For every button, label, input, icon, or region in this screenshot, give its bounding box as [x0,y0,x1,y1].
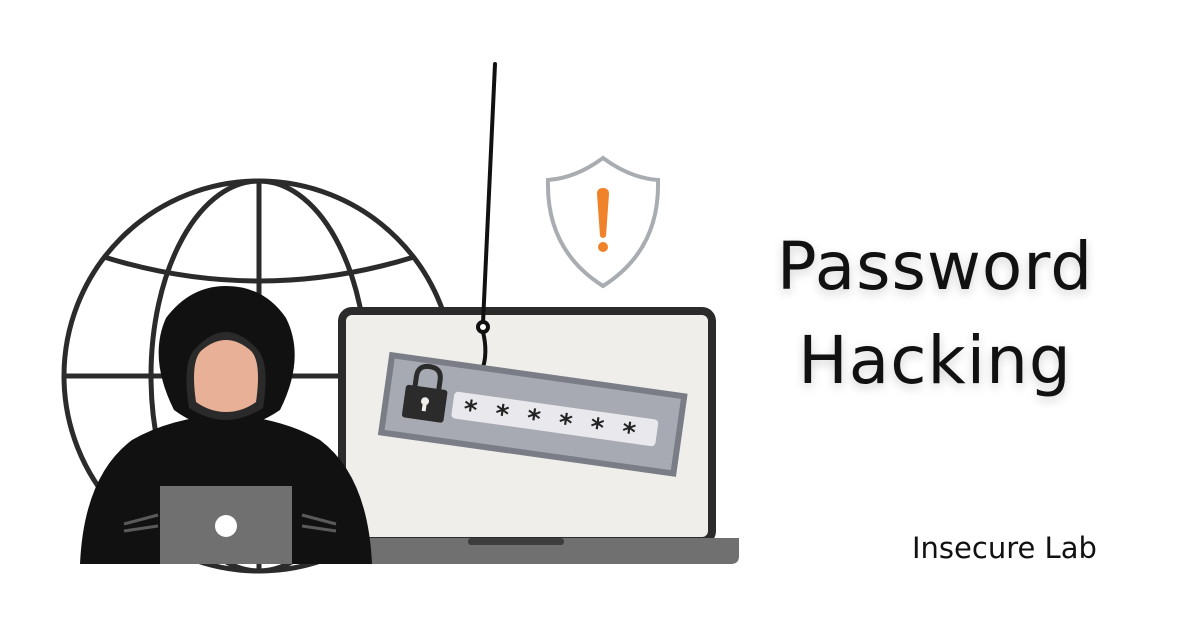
title-line-2: Hacking [798,322,1072,399]
mask-char: * [620,417,638,449]
mask-char: * [525,404,543,436]
page-title: Password Hacking [700,220,1170,408]
password-field [451,391,659,447]
hooded-hacker-icon [80,286,372,564]
mask-char: * [493,399,511,431]
password-card [377,351,688,477]
mask-char: * [556,408,574,440]
mask-char: * [461,395,479,427]
mask-char: * [588,413,606,445]
brand-label: Insecure Lab [912,531,1097,565]
password-mask: * * * * * * [461,395,637,449]
warning-shield-icon [545,155,661,289]
title-line-1: Password [776,228,1094,305]
lock-icon [401,363,448,423]
